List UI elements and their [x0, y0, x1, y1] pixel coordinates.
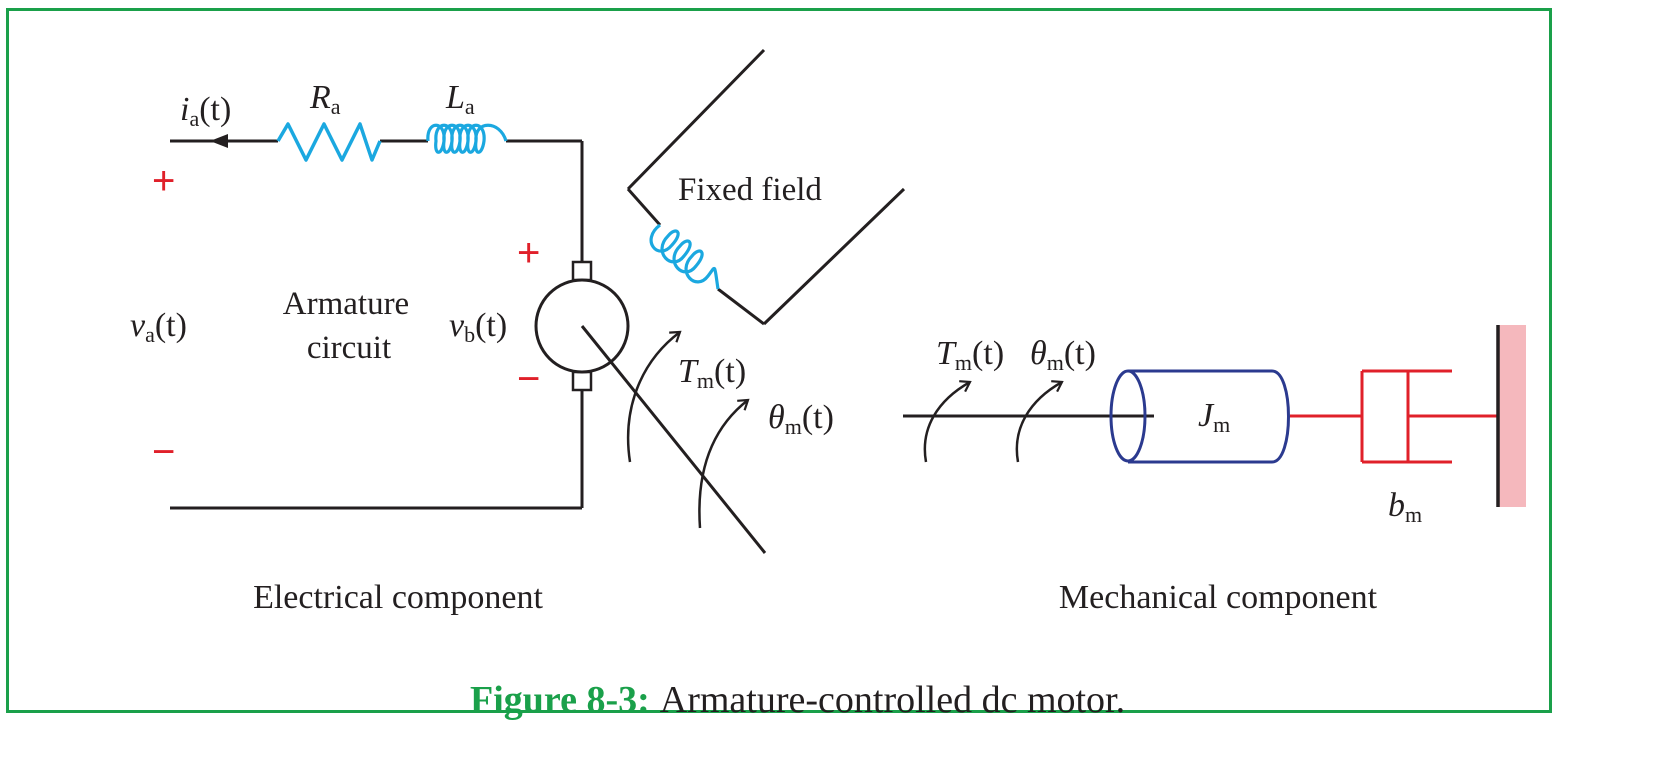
- va-plus: +: [152, 159, 175, 203]
- va-label: v: [130, 307, 146, 344]
- inductor-la: [426, 123, 508, 154]
- vb-arg: (t): [475, 307, 507, 344]
- caption-text: Armature-controlled dc motor.: [660, 679, 1125, 721]
- ra-label: R: [309, 79, 331, 116]
- rotor-inertia: [1109, 369, 1290, 464]
- current-arrow: [210, 134, 228, 148]
- la-label: L: [445, 79, 465, 116]
- tm-sub-right: m: [955, 350, 972, 375]
- svg-text:ia(t): ia(t): [180, 91, 231, 131]
- va-minus: −: [152, 430, 175, 474]
- va-arg: (t): [155, 307, 187, 344]
- vb-minus: −: [517, 357, 540, 401]
- damper: [1290, 369, 1498, 464]
- fixed-wall: [1498, 325, 1526, 507]
- armature-label-line2: circuit: [307, 330, 391, 366]
- tm-arg-left: (t): [714, 353, 746, 390]
- fixed-field-label: Fixed field: [678, 172, 822, 208]
- vb-sub: b: [464, 322, 475, 347]
- ia-arg: (t): [199, 91, 231, 128]
- fixed-field-wires: [626, 48, 906, 326]
- theta-arg-left: (t): [802, 399, 834, 436]
- svg-text:La: La: [445, 79, 475, 119]
- svg-text:bm: bm: [1388, 487, 1422, 527]
- svg-text:θm(t): θm(t): [1030, 335, 1096, 375]
- vb-plus: +: [517, 231, 540, 275]
- theta-sub-right: m: [1047, 350, 1064, 375]
- electrical-component-label: Electrical component: [253, 579, 543, 616]
- figure-caption: Figure 8-3:Armature-controlled dc motor.: [470, 679, 1125, 721]
- bm-label: b: [1388, 487, 1405, 524]
- svg-text:Jm: Jm: [1198, 397, 1230, 437]
- ra-sub: a: [331, 94, 341, 119]
- torque-arrow-left: [626, 330, 682, 463]
- armature-circuit-wires: [170, 139, 584, 510]
- tm-sub-left: m: [697, 368, 714, 393]
- theta-arrow-left: [698, 398, 750, 529]
- svg-text:vb(t): vb(t): [449, 307, 507, 347]
- svg-text:Ra: Ra: [309, 79, 341, 119]
- theta-sub-left: m: [785, 414, 802, 439]
- resistor-ra: [276, 122, 382, 162]
- theta-arrow-right: [1015, 380, 1064, 463]
- theta-label-right: θ: [1030, 335, 1047, 372]
- va-sub: a: [145, 322, 155, 347]
- motor-shaft: [580, 325, 767, 554]
- torque-arrow-right: [923, 380, 972, 463]
- theta-label-left: θ: [768, 399, 785, 436]
- bm-sub: m: [1405, 502, 1422, 527]
- figure-frame: [6, 8, 1552, 713]
- svg-text:Tm(t): Tm(t): [678, 353, 746, 393]
- ia-sub: a: [189, 106, 199, 131]
- field-coil: [649, 223, 720, 290]
- theta-arg-right: (t): [1064, 335, 1096, 372]
- svg-text:va(t): va(t): [130, 307, 187, 347]
- armature-label-line1: Armature: [283, 286, 409, 322]
- svg-text:Tm(t): Tm(t): [936, 335, 1004, 375]
- la-sub: a: [465, 94, 475, 119]
- vb-label: v: [449, 307, 465, 344]
- svg-text:θm(t): θm(t): [768, 399, 834, 439]
- tm-label-left: T: [678, 353, 699, 390]
- tm-label-right: T: [936, 335, 957, 372]
- caption-figure-number: Figure 8-3:: [470, 679, 650, 721]
- jm-sub: m: [1213, 412, 1230, 437]
- mechanical-component-label: Mechanical component: [1059, 579, 1378, 616]
- ia-label: i: [180, 91, 189, 128]
- jm-label: J: [1198, 397, 1215, 434]
- tm-arg-right: (t): [972, 335, 1004, 372]
